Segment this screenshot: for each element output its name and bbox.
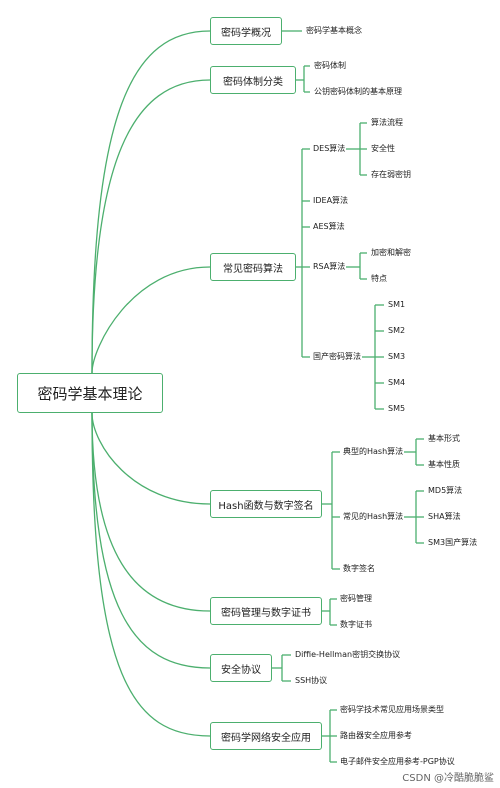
leaf-label: 数字证书 xyxy=(340,620,372,629)
root-label: 密码学基本理论 xyxy=(37,384,143,403)
leaf-label: Diffie-Hellman密钥交换协议 xyxy=(295,650,401,659)
leaf-label: 密码学基本概念 xyxy=(306,26,362,35)
leaf-label: 数字签名 xyxy=(343,564,375,573)
leaf-label: 国产密码算法 xyxy=(313,352,361,361)
leaf-label: SSH协议 xyxy=(295,676,328,685)
leaf-label: SHA算法 xyxy=(428,512,461,521)
root-branch-connector xyxy=(91,266,211,374)
leaf-label: SM3 xyxy=(388,352,406,361)
root-node[interactable]: 密码学基本理论 xyxy=(17,373,163,413)
leaf-label: 电子邮件安全应用参考-PGP协议 xyxy=(340,757,455,766)
leaf-label: 公钥密码体制的基本原理 xyxy=(314,87,402,96)
root-branch-connector xyxy=(91,30,211,374)
leaf-label: RSA算法 xyxy=(313,262,346,271)
leaf-label: AES算法 xyxy=(313,222,345,231)
branch-security-protocols[interactable]: 安全协议 xyxy=(210,654,272,682)
leaf-label: SM1 xyxy=(388,300,406,309)
leaf-label: 基本形式 xyxy=(428,434,460,443)
branch-key-management-certs[interactable]: 密码管理与数字证书 xyxy=(210,597,322,625)
leaf-label: 典型的Hash算法 xyxy=(343,447,404,456)
leaf-label: 密码管理 xyxy=(340,594,372,603)
leaf-label: 密码体制 xyxy=(314,61,346,70)
branch-label: 密码管理与数字证书 xyxy=(221,607,311,619)
leaf-label: 算法流程 xyxy=(371,118,403,127)
leaf-label: IDEA算法 xyxy=(313,196,349,205)
branch-common-algorithms[interactable]: 常见密码算法 xyxy=(210,253,296,281)
leaf-label: 加密和解密 xyxy=(371,248,411,257)
root-branch-connector xyxy=(91,412,211,737)
leaf-label: DES算法 xyxy=(313,144,346,153)
branch-cryptosystem-classification[interactable]: 密码体制分类 xyxy=(210,66,296,94)
leaf-label: 路由器安全应用参考 xyxy=(340,731,412,740)
root-branch-connector xyxy=(91,412,211,612)
branch-label: 安全协议 xyxy=(221,664,261,676)
branch-label: Hash函数与数字签名 xyxy=(218,500,314,512)
watermark-text: CSDN @冷酷脆脆鲨 xyxy=(402,773,494,784)
leaf-label: SM2 xyxy=(388,326,406,335)
branch-network-security-apps[interactable]: 密码学网络安全应用 xyxy=(210,722,322,750)
branch-label: 密码学网络安全应用 xyxy=(221,732,311,744)
leaf-label: 常见的Hash算法 xyxy=(343,512,404,521)
branch-label: 密码学概况 xyxy=(221,27,271,39)
leaf-label: 安全性 xyxy=(371,144,395,153)
root-branch-connector xyxy=(91,412,211,669)
branch-label: 常见密码算法 xyxy=(223,263,283,275)
leaf-label: 密码学技术常见应用场景类型 xyxy=(340,705,444,714)
root-branch-connector xyxy=(91,79,211,374)
leaf-label: MD5算法 xyxy=(428,486,463,495)
leaf-label: SM3国产算法 xyxy=(428,538,478,547)
leaf-label: 基本性质 xyxy=(428,460,460,469)
root-branch-connector xyxy=(91,412,211,505)
leaf-label: SM5 xyxy=(388,404,406,413)
leaf-label: 特点 xyxy=(371,274,387,283)
branch-label: 密码体制分类 xyxy=(223,76,283,88)
branch-crypto-overview[interactable]: 密码学概况 xyxy=(210,17,282,45)
branch-hash-signature[interactable]: Hash函数与数字签名 xyxy=(210,490,322,518)
leaf-label: SM4 xyxy=(388,378,406,387)
leaf-label: 存在弱密钥 xyxy=(371,170,411,179)
